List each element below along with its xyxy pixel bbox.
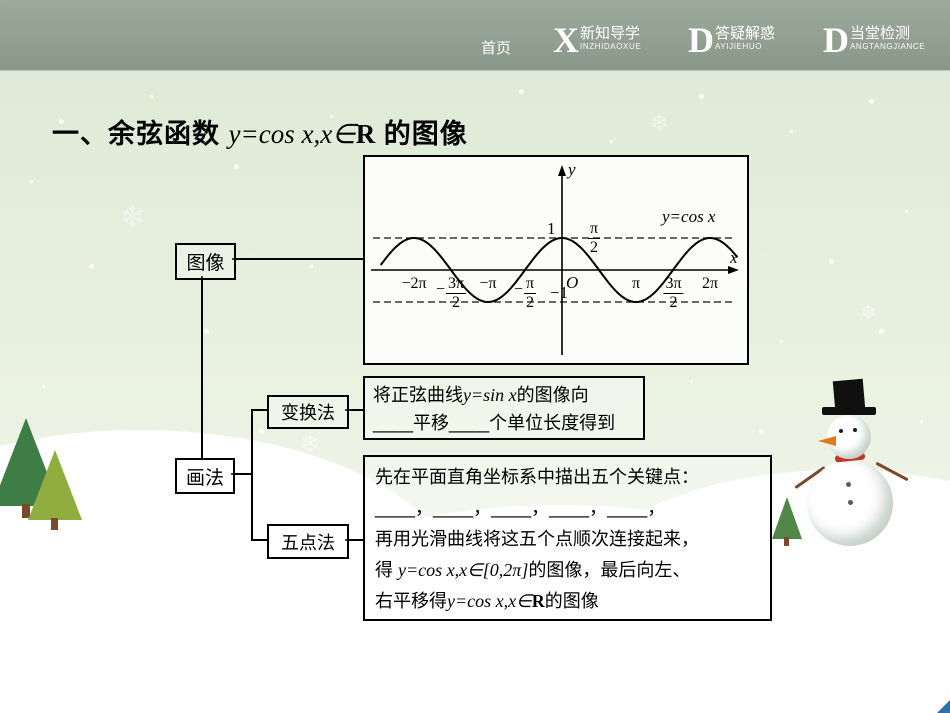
cosine-curve <box>379 237 739 303</box>
nav-title: 当堂检测 <box>850 25 911 42</box>
tree-trunk <box>784 537 789 546</box>
transform-method-description: 将正弦曲线y=sin x的图像向 ____平移____个单位长度得到 <box>363 376 645 440</box>
tree-trunk <box>51 518 58 530</box>
snowman-button <box>846 482 851 487</box>
tree-trunk <box>22 504 30 518</box>
connector-line <box>231 473 252 475</box>
nav-title: 答疑解惑 <box>715 25 776 42</box>
node-five-point-method: 五点法 <box>267 524 349 559</box>
origin-label: O <box>566 273 579 292</box>
connector-line <box>232 258 363 260</box>
connector-line <box>251 539 267 541</box>
nav-subtitle: ANGTANGJIANCE <box>850 42 926 51</box>
connector-line <box>251 409 253 541</box>
snow-ground <box>0 583 950 713</box>
node-method: 画法 <box>175 458 235 494</box>
five-point-line-2: ____，____，____，____，____， <box>375 498 666 518</box>
connector-line <box>345 539 363 541</box>
tree-illustration <box>28 450 82 520</box>
snowflake-icon: ❄ <box>860 302 877 324</box>
nav-dangtangjiance[interactable]: D 当堂检测 ANGTANGJIANCE <box>823 20 926 60</box>
header-bar: 首页 X 新知导学 INZHIDAOXUE D 答疑解惑 AYIJIEHUO D… <box>0 0 950 71</box>
x-axis-label: x <box>730 248 738 267</box>
nav-dayijiehuo[interactable]: D 答疑解惑 AYIJIEHUO <box>688 20 776 60</box>
snowman-hat-brim <box>822 407 876 415</box>
transform-line-1: 将正弦曲线y=sin x的图像向 <box>373 385 589 405</box>
connector-line <box>345 409 363 411</box>
y-tick-neg-1: −1 <box>550 283 569 302</box>
nav-d-logo-icon: D <box>823 20 849 60</box>
nav-subtitle: AYIJIEHUO <box>715 42 763 51</box>
nav-x-logo-icon: X <box>553 20 579 60</box>
five-point-line-3: 再用光滑曲线将这五个点顺次连接起来， <box>375 529 699 549</box>
five-point-method-description: 先在平面直角坐标系中描出五个关键点： ____，____，____，____，_… <box>363 455 772 621</box>
transform-line-2: ____平移____个单位长度得到 <box>373 413 616 433</box>
curve-label: y=cos x <box>662 207 716 226</box>
nav-xinzhidaoxue[interactable]: X 新知导学 INZHIDAOXUE <box>553 20 642 60</box>
nav-d-logo-icon: D <box>688 20 714 60</box>
nav-home[interactable]: 首页 <box>481 40 512 57</box>
slide-corner-marker <box>937 700 950 713</box>
five-point-line-1: 先在平面直角坐标系中描出五个关键点： <box>375 467 699 487</box>
snowflake-icon: ❄ <box>120 201 146 234</box>
snowflake-icon: ❄ <box>300 431 321 458</box>
snowman-nose <box>813 436 836 446</box>
node-transform-method: 变换法 <box>267 395 349 429</box>
cosine-plot <box>371 165 739 355</box>
connector-line <box>251 409 267 411</box>
snowman-eye <box>853 428 857 432</box>
page-title: 一、余弦函数 y=cos x,x∈R 的图像 <box>52 119 468 149</box>
nav-subtitle: INZHIDAOXUE <box>580 42 642 51</box>
y-axis-label: y <box>568 160 576 179</box>
nav-title: 新知导学 <box>580 25 641 42</box>
y-tick-1: 1 <box>547 219 556 238</box>
snowman-button <box>848 500 853 505</box>
five-point-line-4: 得 y=cos x,x∈[0,2π]的图像，最后向左、 <box>375 560 691 580</box>
y-axis-arrow-icon <box>558 165 566 176</box>
snowman-illustration <box>794 378 920 578</box>
tree-illustration <box>772 497 802 539</box>
node-graph: 图像 <box>175 243 236 280</box>
snowman-eye <box>839 429 843 433</box>
five-point-line-5: 右平移得y=cos x,x∈R的图像 <box>375 591 599 611</box>
snowflake-icon: ❄ <box>650 110 669 135</box>
x-axis-arrow-icon <box>728 266 739 274</box>
connector-line <box>201 276 203 458</box>
